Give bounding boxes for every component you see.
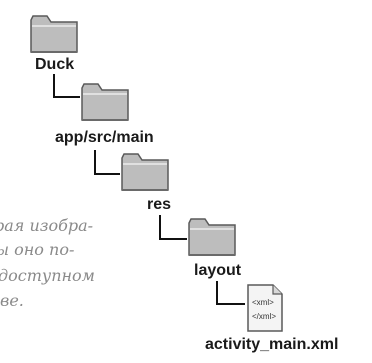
handwritten-note-line-2: ы оно по- (0, 240, 75, 259)
folder-label-duck: Duck (35, 56, 75, 73)
folder-icon (80, 80, 130, 122)
folder-label-res: res (147, 196, 172, 213)
handwritten-note-line-4: ве. (0, 291, 24, 310)
file-label-activity-main-xml: activity_main.xml (205, 336, 339, 353)
folder-icon (120, 150, 170, 192)
folder-icon (29, 12, 79, 54)
folder-icon (187, 215, 237, 257)
xml-close-tag: </xml> (252, 312, 276, 321)
connector-app-to-res (94, 150, 120, 175)
connector-layout-to-file (216, 281, 245, 305)
connector-res-to-layout (159, 215, 187, 240)
connector-duck-to-app (53, 74, 80, 98)
folder-label-app-src-main: app/src/main (55, 129, 154, 146)
xml-file-icon: <xml> </xml> (245, 283, 285, 333)
handwritten-note-line-1: рая изобра- (0, 216, 94, 235)
xml-open-tag: <xml> (252, 298, 274, 307)
folder-label-layout: layout (194, 262, 242, 279)
handwritten-note-line-3: доступном (0, 266, 95, 285)
